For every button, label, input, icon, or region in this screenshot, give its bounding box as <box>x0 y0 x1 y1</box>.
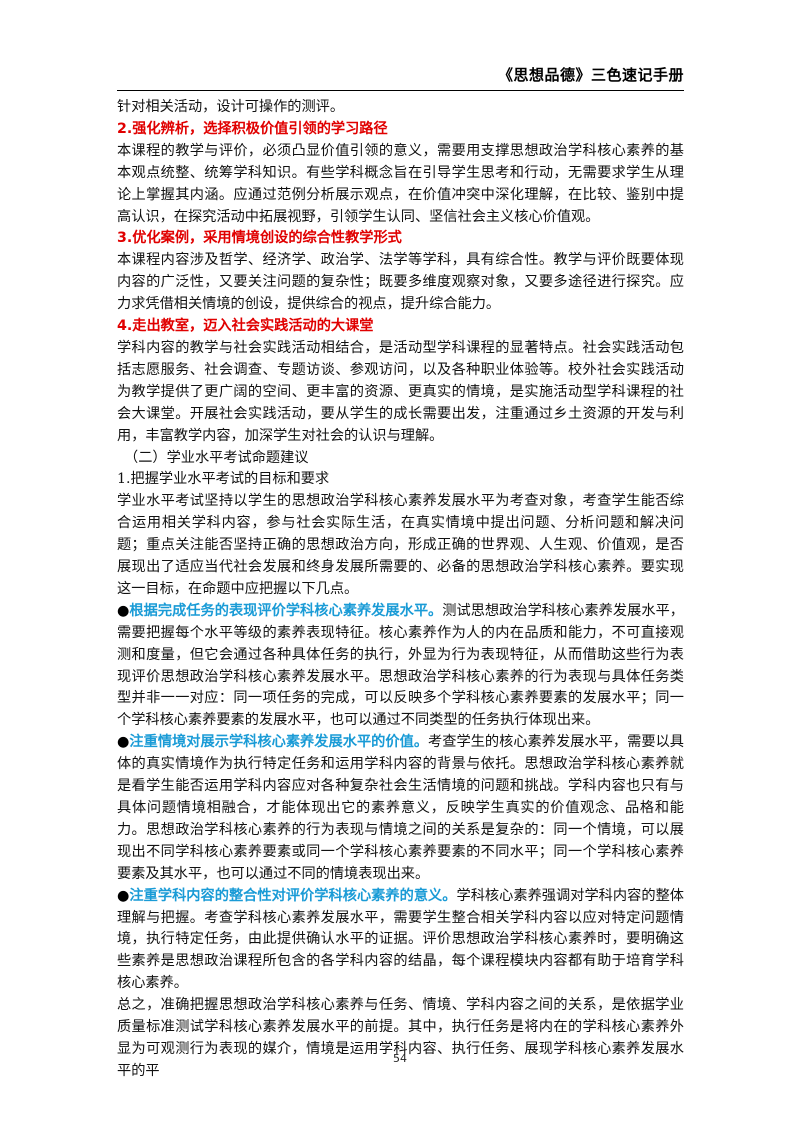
page-content: 针对相关活动，设计可操作的测评。 2.强化辨析，选择积极价值引领的学习路径 本课… <box>117 97 684 1083</box>
bullet-text: 考查学生的核心素养发展水平，需要以具体的真实情境作为执行特定任务和运用学科内容的… <box>117 734 684 882</box>
header-title: 《思想品德》三色速记手册 <box>497 66 684 84</box>
paragraph: 本课程的教学与评价，必须凸显价值引领的意义，需要用支撑思想政治学科核心素养的基本… <box>117 142 684 225</box>
bullet-highlight: 注重学科内容的整合性对评价学科核心素养的意义。 <box>129 887 457 904</box>
bullet-paragraph: ●注重学科内容的整合性对评价学科核心素养的意义。学科核心素养强调对学科内容的整体… <box>117 886 684 996</box>
bullet-highlight: 根据完成任务的表现评价学科核心素养发展水平。 <box>129 602 443 619</box>
page-number: 54 <box>393 1052 407 1065</box>
bullet-text: 测试思想政治学科核心素养发展水平，需要把握每个水平等级的素养表现特征。核心素养作… <box>117 602 684 729</box>
bullet-marker: ● <box>117 887 130 904</box>
bullet-marker: ● <box>117 734 130 751</box>
subsection-heading: （二）学业水平考试命题建议 <box>124 449 309 466</box>
section-heading: 4.走出教室，迈入社会实践活动的大课堂 <box>117 318 374 335</box>
section-heading: 2.强化辨析，选择积极价值引领的学习路径 <box>117 120 388 137</box>
section-heading: 3.优化案例，采用情境创设的综合性教学形式 <box>117 230 402 247</box>
paragraph: 1.把握学业水平考试的目标和要求 <box>117 471 330 488</box>
bullet-text: 学科核心素养强调对学科内容的整体理解与把握。考查学科核心素养发展水平，需要学生整… <box>117 887 684 992</box>
bullet-paragraph: ●根据完成任务的表现评价学科核心素养发展水平。测试思想政治学科核心素养发展水平，… <box>117 601 684 732</box>
paragraph: 总之，准确把握思想政治学科核心素养与任务、情境、学科内容之间的关系，是依据学业质… <box>117 997 684 1079</box>
paragraph: 学业水平考试坚持以学生的思想政治学科核心素养发展水平为考查对象，考查学生能否综合… <box>117 493 684 597</box>
page-header: 《思想品德》三色速记手册 <box>117 62 684 91</box>
paragraph: 针对相关活动，设计可操作的测评。 <box>117 99 345 115</box>
bullet-marker: ● <box>117 602 130 619</box>
bullet-paragraph: ●注重情境对展示学科核心素养发展水平的价值。考查学生的核心素养发展水平，需要以具… <box>117 732 684 885</box>
bullet-highlight: 注重情境对展示学科核心素养发展水平的价值。 <box>129 734 429 751</box>
paragraph: 本课程内容涉及哲学、经济学、政治学、法学等学科，具有综合性。教学与评价既要体现内… <box>117 252 684 313</box>
paragraph: 学科内容的教学与社会实践活动相结合，是活动型学科课程的显著特点。社会实践活动包括… <box>117 339 684 444</box>
